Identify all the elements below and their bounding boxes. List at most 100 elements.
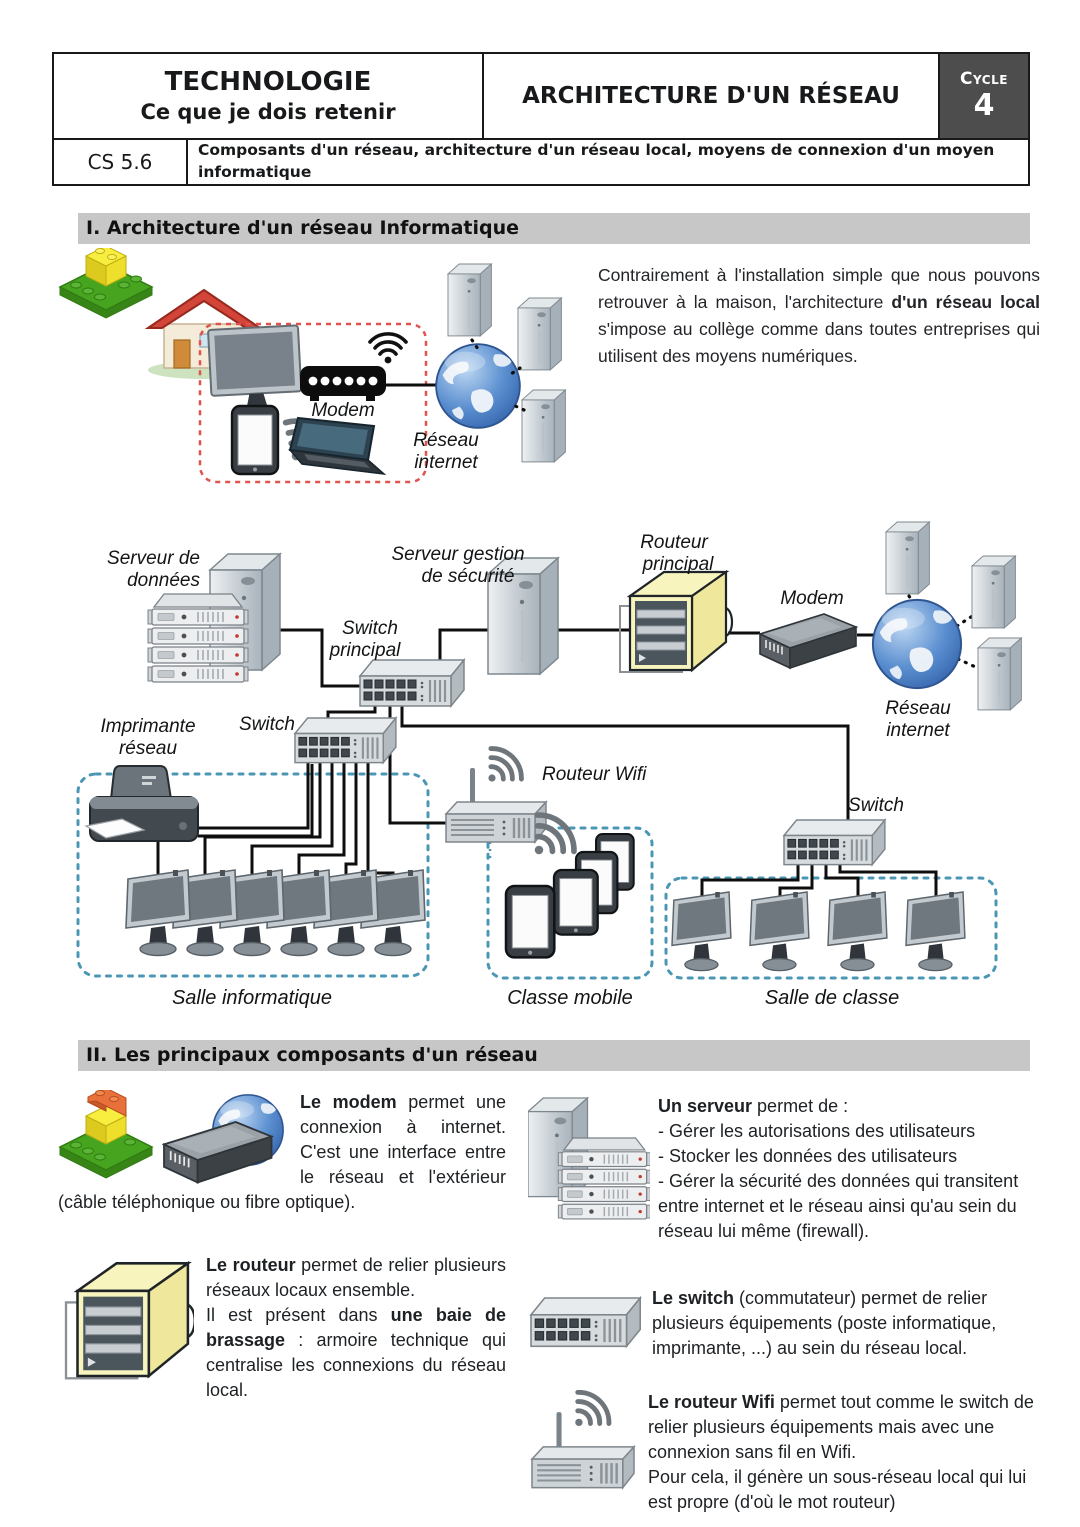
label-imprimante-1: Imprimante xyxy=(100,716,195,737)
page-subject: TECHNOLOGIE xyxy=(164,67,372,97)
computer-room-monitors xyxy=(125,869,426,957)
router-bay-icon xyxy=(64,1262,194,1380)
components-right-column: Un serveur permet de : - Gérer les autor… xyxy=(528,1094,1040,1525)
network-printer-icon xyxy=(85,765,199,842)
serveur-description: Un serveur permet de : - Gérer les autor… xyxy=(528,1094,1040,1244)
modem-term: Le modem xyxy=(300,1092,397,1112)
home-internet-label-1: Réseau xyxy=(413,430,479,451)
routeur-wifi-block: Le routeur Wifi permet tout comme le swi… xyxy=(528,1390,1040,1525)
header-table: TECHNOLOGIE Ce que je dois retenir ARCHI… xyxy=(52,52,1030,186)
label-reseau-internet-2: internet xyxy=(886,720,950,741)
header-cell-cycle: Cycle 4 xyxy=(940,54,1028,138)
internet-globe-icon xyxy=(871,598,963,690)
routeur-text-1: permet de relier plusieurs réseaux locau… xyxy=(206,1255,506,1300)
home-internet-label-2: internet xyxy=(414,452,478,473)
classroom-monitors xyxy=(671,891,966,972)
label-classe-mobile: Classe mobile xyxy=(507,987,633,1009)
school-network-diagram: Serveur de données Serveur gestion de sé… xyxy=(76,518,1040,1009)
serveur-term: Un serveur xyxy=(658,1096,753,1116)
modem-globe-icon xyxy=(163,1094,284,1184)
section-2-title: II. Les principaux composants d'un résea… xyxy=(78,1040,1030,1071)
internet-server-icon xyxy=(448,264,491,336)
routeur-block: Le routeur permet de relier plusieurs ré… xyxy=(58,1253,506,1433)
serveur-bullet-1: - Gérer les autorisations des utilisateu… xyxy=(658,1121,976,1141)
room-switch-icon xyxy=(293,716,397,764)
server-icon xyxy=(528,1097,650,1262)
header-row-1: TECHNOLOGIE Ce que je dois retenir ARCHI… xyxy=(54,54,1028,140)
label-switch-left: Switch xyxy=(239,714,295,735)
serveur-bullet-2: - Stocker les données des utilisateurs xyxy=(658,1146,958,1166)
home-network-figure: Modem Réseau internet xyxy=(58,248,610,484)
internet-server-icon xyxy=(886,522,929,594)
internet-server-icon xyxy=(972,556,1015,628)
modem-description: Le modem permet une connexion à internet… xyxy=(58,1090,506,1215)
routeur-wifi-description: Le routeur Wifi permet tout comme le swi… xyxy=(528,1390,1040,1515)
intro-bold: d'un réseau local xyxy=(891,292,1041,312)
label-switch-right: Switch xyxy=(848,795,904,816)
intro-pre: Contrairement à l'installation simple qu… xyxy=(598,265,1040,312)
home-modem-label: Modem xyxy=(311,400,374,421)
switch-term: Le switch xyxy=(652,1288,735,1308)
wifi-router-icon xyxy=(446,742,546,842)
routeur-wifi-text-2: Pour cela, il génère un sous-réseau loca… xyxy=(648,1467,1027,1512)
salle-informatique-box xyxy=(76,772,430,978)
cycle-label: Cycle xyxy=(960,69,1008,90)
serveur-block: Un serveur permet de : - Gérer les autor… xyxy=(528,1094,1040,1262)
lego-icon xyxy=(58,1090,154,1179)
routeur-wifi-term: Le routeur Wifi xyxy=(648,1392,775,1412)
smartphone-icon xyxy=(230,404,280,476)
intro-post: s'impose au collège comme dans toutes en… xyxy=(598,319,1040,366)
intro-paragraph: Contrairement à l'installation simple qu… xyxy=(598,262,1040,370)
internet-server-icon xyxy=(518,298,561,370)
label-reseau-internet-1: Réseau xyxy=(885,698,951,719)
label-serveur-securite-2: de sécurité xyxy=(422,566,515,587)
label-switch-principal-1: Switch xyxy=(342,618,398,639)
classe-mobile-box xyxy=(486,826,654,980)
competence-description: Composants d'un réseau, architecture d'u… xyxy=(198,141,995,181)
wifi-router-icon xyxy=(528,1390,640,1525)
switch-description: Le switch (commutateur) permet de relier… xyxy=(528,1286,1040,1361)
dotted-link xyxy=(509,402,526,412)
competence-code: CS 5.6 xyxy=(54,140,188,184)
label-salle-informatique: Salle informatique xyxy=(172,987,332,1009)
serveur-intro: permet de : xyxy=(752,1096,849,1116)
main-switch-icon xyxy=(358,658,466,708)
cycle-number: 4 xyxy=(973,87,995,123)
internet-server-icon xyxy=(978,638,1021,710)
label-serveur-donnees-2: données xyxy=(127,570,200,591)
data-server-rack-icon xyxy=(148,594,248,682)
switch-block: Le switch (commutateur) permet de relier… xyxy=(528,1286,1040,1366)
dotted-link xyxy=(470,338,480,351)
routeur-term-2: une baie de brassage xyxy=(206,1305,506,1350)
page-title: ARCHITECTURE D'UN RÉSEAU xyxy=(522,83,900,109)
laptop-icon xyxy=(288,416,387,476)
section-1-title: I. Architecture d'un réseau Informatique xyxy=(78,213,1030,244)
label-serveur-securite-1: Serveur gestion xyxy=(391,544,524,565)
header-cell-subject: TECHNOLOGIE Ce que je dois retenir xyxy=(54,54,484,138)
components-left-column: Le modem permet une connexion à internet… xyxy=(58,1090,506,1433)
home-modem-icon xyxy=(300,332,408,401)
header-row-2: CS 5.6 Composants d'un réseau, architect… xyxy=(54,140,1028,184)
label-serveur-donnees-1: Serveur de xyxy=(107,548,200,569)
switch-text: (commutateur) permet de relier plusieurs… xyxy=(652,1288,997,1358)
internet-server-icon xyxy=(522,390,565,462)
dotted-link xyxy=(506,366,522,378)
label-modem: Modem xyxy=(780,588,843,609)
label-routeur-principal-1: Routeur xyxy=(640,532,708,553)
label-switch-principal-2: principal xyxy=(329,640,402,661)
routeur-text-2: Il est présent dans xyxy=(206,1305,391,1325)
home-lan-dashed-box xyxy=(198,322,428,484)
modem-block: Le modem permet une connexion à internet… xyxy=(58,1090,506,1215)
mobile-class-tablets xyxy=(504,833,635,959)
routeur-description: Le routeur permet de relier plusieurs ré… xyxy=(58,1253,506,1403)
modem-device-icon xyxy=(759,613,857,669)
header-cell-title: ARCHITECTURE D'UN RÉSEAU xyxy=(484,54,940,138)
label-routeur-principal-2: principal xyxy=(642,554,715,575)
label-routeur-wifi: Routeur Wifi xyxy=(542,764,647,785)
page-subtitle: Ce que je dois retenir xyxy=(140,100,396,124)
routeur-text-3: : armoire technique qui centralise les c… xyxy=(206,1330,506,1400)
lego-icon xyxy=(58,248,154,319)
label-imprimante-2: réseau xyxy=(119,738,178,759)
label-salle-de-classe: Salle de classe xyxy=(765,987,900,1009)
